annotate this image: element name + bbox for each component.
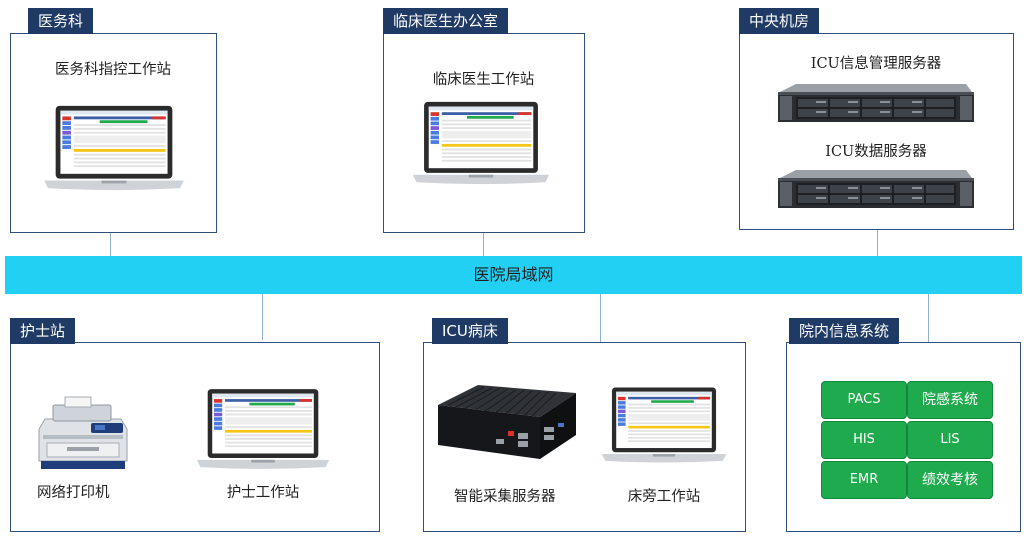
- hospital-lan-bar: 医院局域网: [5, 256, 1022, 294]
- system-performance: 绩效考核: [907, 461, 993, 499]
- icu-management-server-label: ICU信息管理服务器: [810, 56, 942, 72]
- printer-icon: [38, 396, 128, 469]
- dept-icu-box: 智能采集服务器 床旁工作站: [423, 342, 746, 532]
- system-his: HIS: [821, 421, 907, 459]
- yiwu-workstation-label: 医务科指控工作站: [55, 62, 171, 78]
- system-emr: EMR: [821, 461, 907, 499]
- laptop-icon: [411, 100, 551, 186]
- rack-server-icon: [776, 82, 976, 124]
- collector-server-label: 智能采集服务器: [454, 489, 556, 505]
- printer-label: 网络打印机: [37, 485, 110, 501]
- laptop-icon: [600, 385, 728, 465]
- laptop-icon: [42, 104, 186, 192]
- dept-hushi-tag: 护士站: [10, 318, 76, 344]
- dept-linchuang-box: 临床医生工作站: [383, 33, 585, 233]
- dept-yuannei-tag: 院内信息系统: [789, 318, 900, 344]
- connector-zhongyang: [877, 230, 878, 256]
- laptop-icon: [195, 387, 331, 471]
- connector-icu: [600, 294, 601, 342]
- icu-data-server-label: ICU数据服务器: [825, 144, 927, 160]
- dept-zhongyang-box: ICU信息管理服务器 ICU数据服务器: [739, 33, 1014, 230]
- dept-hushi-box: 网络打印机 护士工作站: [10, 342, 380, 532]
- dept-zhongyang-tag: 中央机房: [739, 8, 820, 34]
- connector-hushi: [262, 294, 263, 340]
- system-pacs: PACS: [821, 381, 907, 419]
- nurse-workstation-label: 护士工作站: [226, 485, 300, 501]
- bedside-workstation-label: 床旁工作站: [627, 489, 701, 505]
- dept-yuannei-box: PACS 院感系统 HIS LIS EMR 绩效考核: [786, 342, 1021, 532]
- system-infection: 院感系统: [907, 381, 993, 419]
- system-lis: LIS: [907, 421, 993, 459]
- connector-yuannei: [928, 294, 929, 342]
- connector-yiwu: [110, 232, 111, 256]
- mini-pc-icon: [438, 385, 576, 459]
- lan-label: 医院局域网: [473, 265, 554, 284]
- linchuang-workstation-label: 临床医生工作站: [432, 72, 535, 88]
- dept-yiwu-box: 医务科指控工作站: [10, 33, 217, 233]
- dept-yiwu-tag: 医务科: [28, 8, 94, 34]
- dept-icu-tag: ICU病床: [432, 318, 508, 344]
- dept-linchuang-tag: 临床医生办公室: [383, 8, 509, 34]
- rack-server-icon: [776, 168, 976, 210]
